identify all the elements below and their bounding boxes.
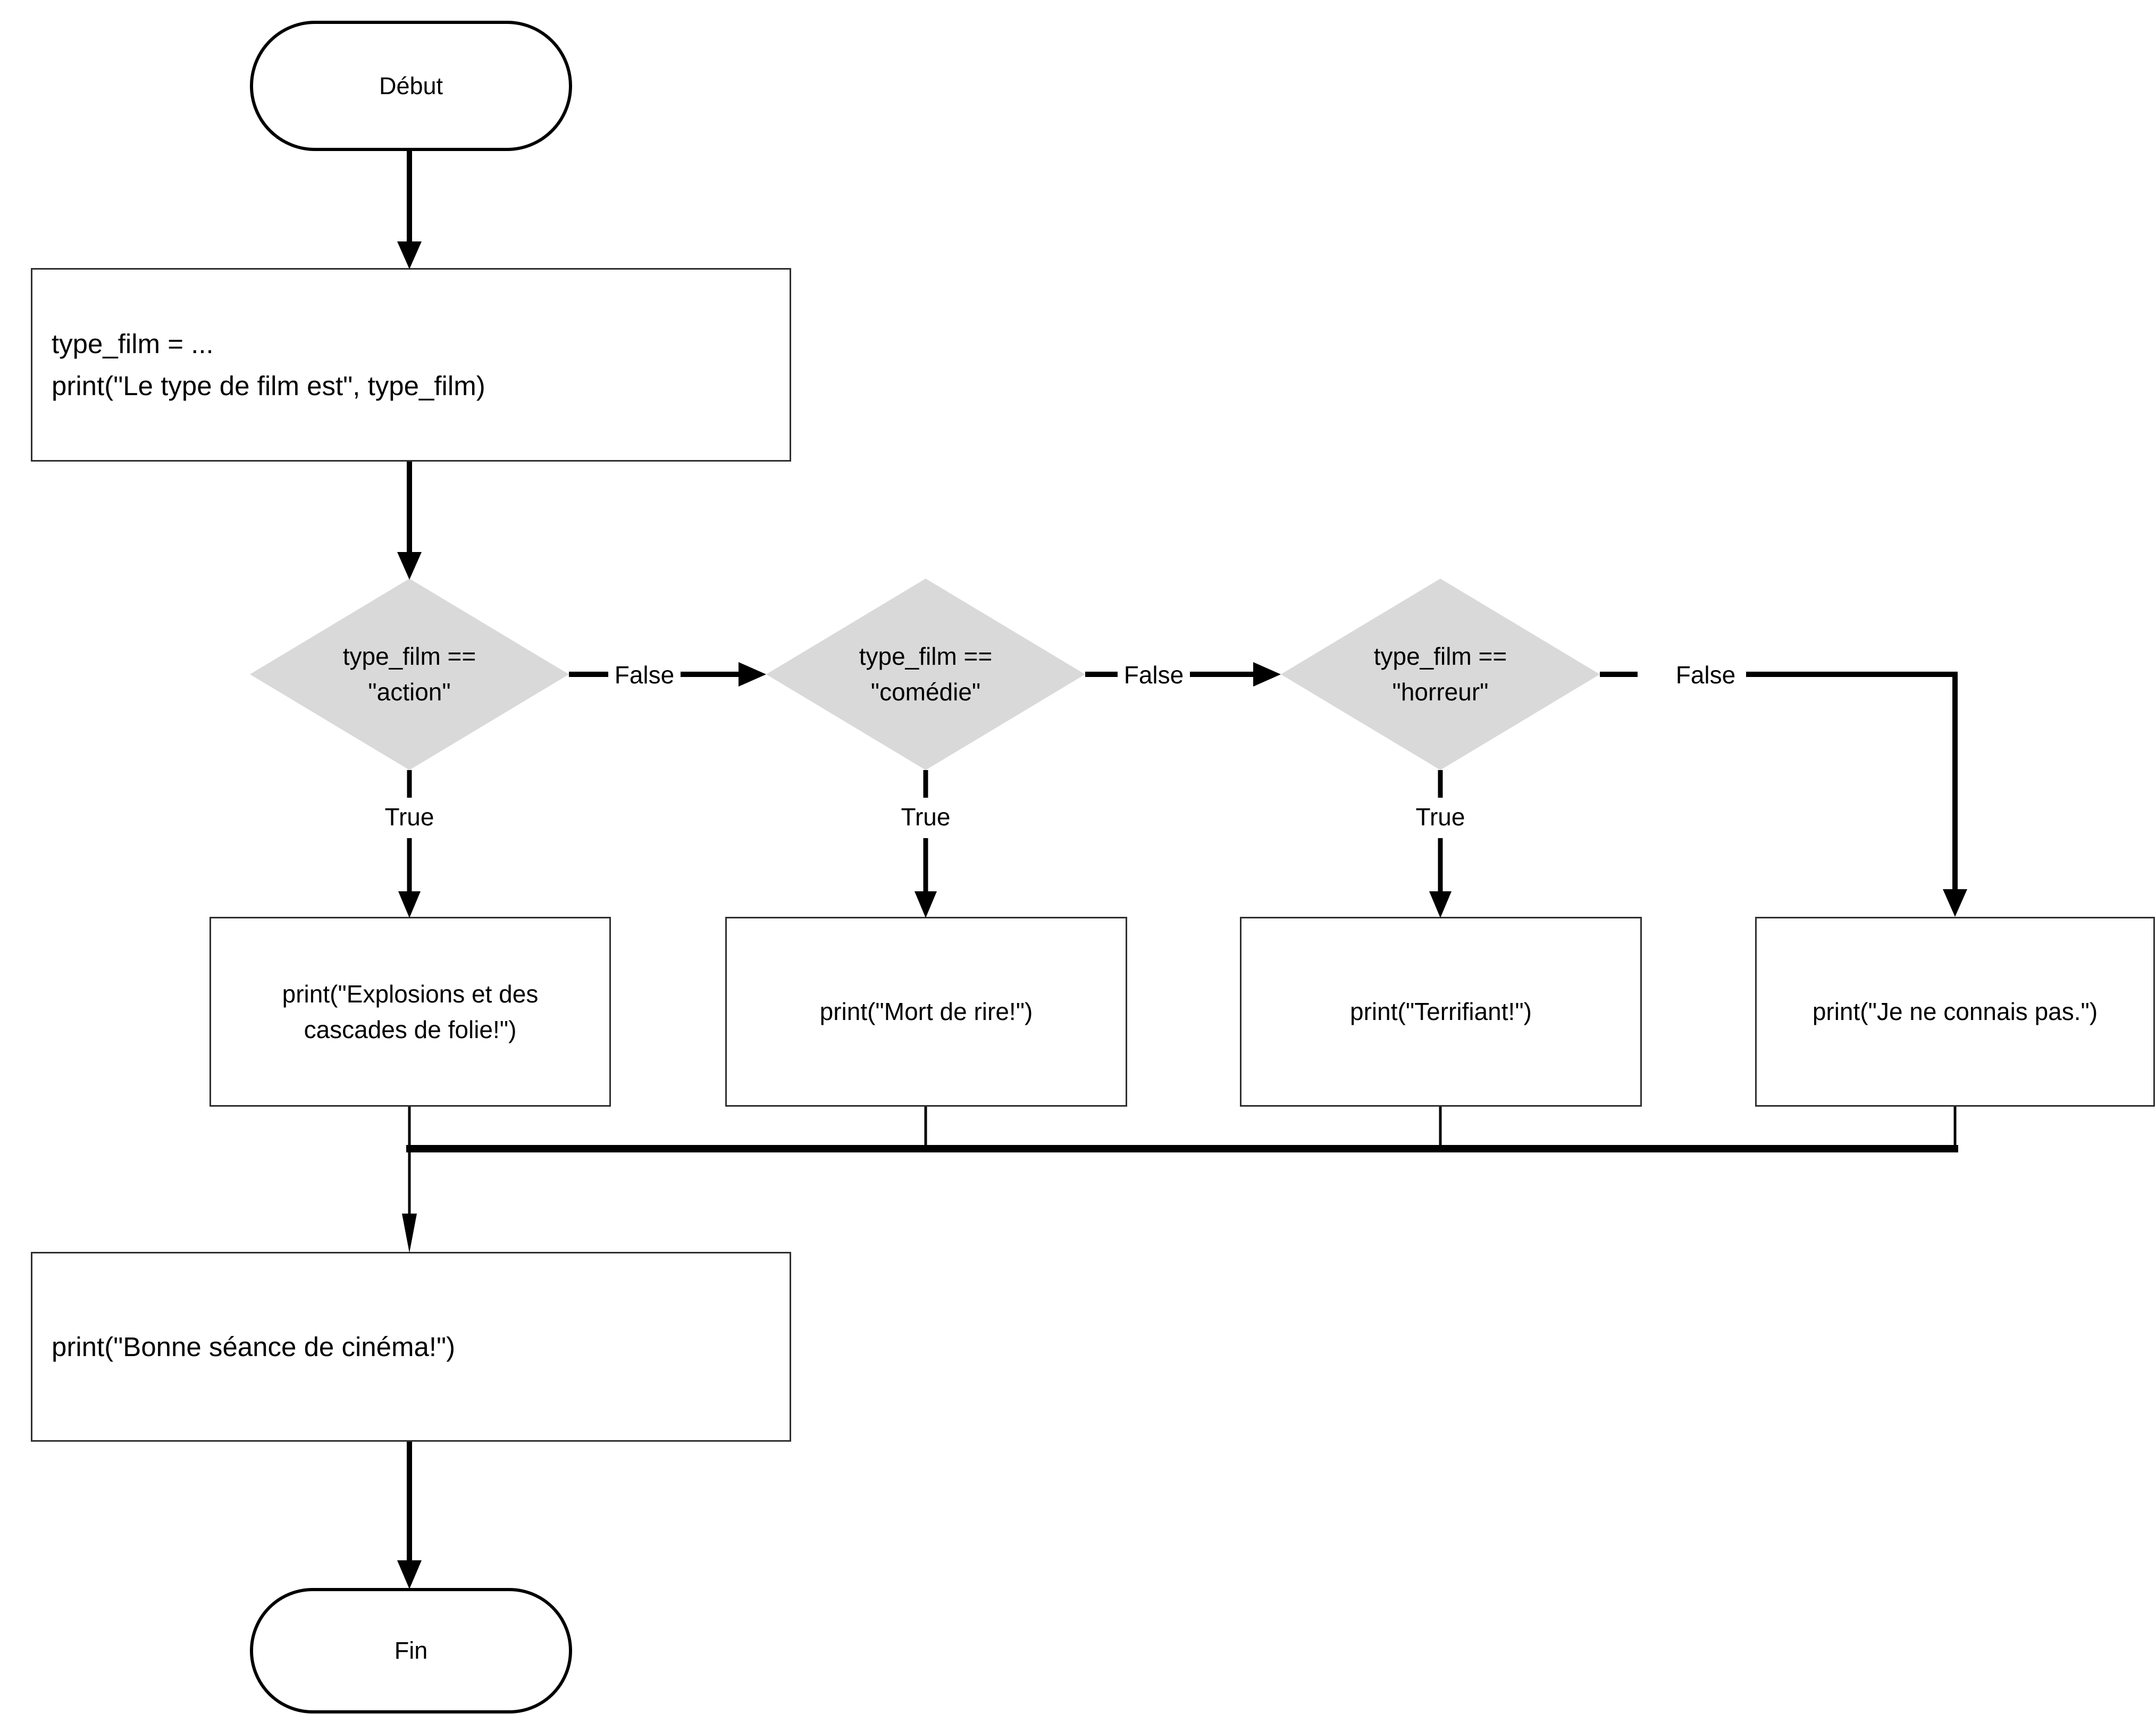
final-block-label: print("Bonne séance de cinéma!") [52,1331,456,1362]
decision-action-line-1: type_film == [342,642,476,671]
result-comedie: print("Mort de rire!") [725,917,1127,1107]
result-action: print("Explosions et des cascades de fol… [209,917,611,1107]
false-label-3: False [1676,661,1735,689]
init-block: type_film = ... print("Le type de film e… [31,268,791,462]
decision-horreur-line-2: "horreur" [1392,678,1489,706]
decision-comedie-line-1: type_film == [859,642,993,671]
final-block: print("Bonne séance de cinéma!") [31,1252,791,1442]
end-node: Fin [250,1588,572,1713]
arrow-init-to-decision [397,462,422,580]
start-label: Début [379,72,443,99]
init-line-2: print("Le type de film est", type_film) [52,371,485,401]
true-edge-2: True [901,770,951,918]
decision-comedie: type_film == "comédie" [766,579,1085,770]
result-horreur: print("Terrifiant!") [1240,917,1642,1107]
true-edge-1: True [385,770,434,918]
decision-action: type_film == "action" [250,579,569,770]
true-label-2: True [901,803,951,831]
start-node: Début [250,21,572,151]
false-label-2: False [1124,661,1184,689]
end-label: Fin [394,1637,428,1664]
result-else: print("Je ne connais pas.") [1755,917,2155,1107]
decision-action-line-2: "action" [368,678,451,706]
result-else-label: print("Je ne connais pas.") [1812,998,2098,1026]
arrow-start-to-init [397,151,422,269]
arrow-merge-to-final [402,1149,417,1253]
init-line-1: type_film = ... [52,328,214,359]
true-label-1: True [385,803,434,831]
decision-horreur-line-1: type_film == [1373,642,1507,671]
decision-horreur: type_film == "horreur" [1281,579,1600,770]
false-edge-1: False [569,661,766,689]
true-edge-3: True [1416,770,1465,918]
arrow-final-to-end [397,1442,422,1589]
result-horreur-label: print("Terrifiant!") [1350,998,1532,1026]
true-label-3: True [1416,803,1465,831]
result-comedie-label: print("Mort de rire!") [819,998,1033,1026]
false-edge-3: False [1600,661,1967,917]
false-edge-2: False [1085,661,1281,689]
result-action-label: print("Explosions et des cascades de fol… [282,980,539,1043]
false-label-1: False [615,661,674,689]
merge-lines [406,1107,1958,1152]
decision-comedie-line-2: "comédie" [870,678,981,706]
